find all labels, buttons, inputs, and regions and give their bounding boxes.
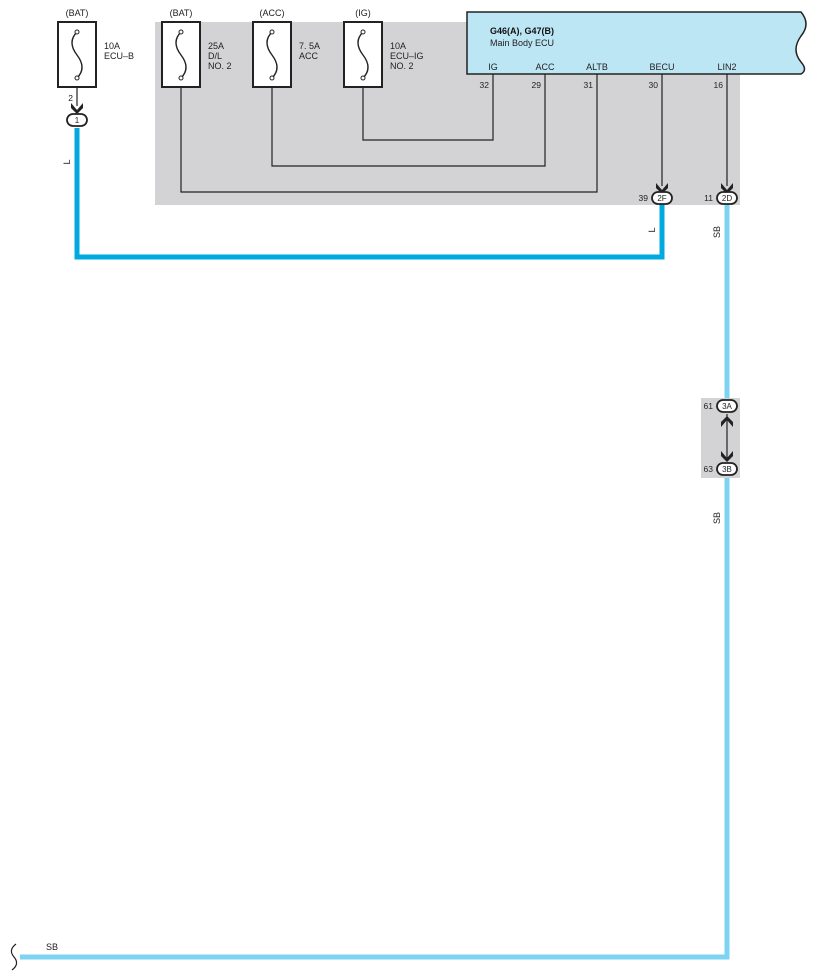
fuse-ecu-b: (BAT) 10A ECU–B [57,8,134,88]
connector-3b-pin: 63 [704,464,714,474]
connector-2f-pin: 39 [639,193,649,203]
connector-2f-code: 2F [657,194,666,203]
fuse-symbol-icon [266,31,278,79]
ecu-terminal-altb: ALTB [586,62,608,72]
wire-color-label: SB [712,226,722,238]
fuse-d-l-no-2: (BAT) 25A D/L NO. 2 [161,8,232,88]
connector-3a [716,399,738,413]
wire-color-label: L [647,227,657,232]
wire-acc [271,74,546,167]
junction-1-connector [66,113,88,127]
fuse-source-label: (IG) [355,8,371,18]
connector-3a-pin: 61 [704,401,714,411]
connector-2f [651,191,673,205]
fuse-name: ECU–IG [390,51,424,61]
wire-color-label: SB [712,512,722,524]
fuse-symbol-icon [175,31,187,79]
fuse-ecu-ig-no-2: (IG) 10A ECU–IG NO. 2 [343,8,424,88]
fuse-rating: 7. 5A [299,41,320,51]
fuse-rating: 10A [104,41,120,51]
wire-color-label: SB [46,942,58,952]
main-body-ecu-box [466,11,807,75]
fuse-name-line2: NO. 2 [390,61,414,71]
ecu-terminal-becu: BECU [649,62,674,72]
fuse-symbol-icon [71,31,83,79]
connector-3b-code: 3B [722,465,732,474]
fuse-source-label: (ACC) [260,8,285,18]
fuse-rating: 25A [208,41,224,51]
wire-l-ecu-b [74,128,665,260]
fuse-name: ACC [299,51,319,61]
fuse-name-line2: NO. 2 [208,61,232,71]
arrow-down-icon [721,451,733,462]
ecu-pin-altb: 31 [584,80,594,90]
wire-sb-lin-lower [20,478,730,960]
wire-color-label: L [62,159,72,164]
ecu-pin-acc: 29 [532,80,542,90]
connector-2d-pin: 11 [704,193,713,203]
fuse-name: ECU–B [104,51,134,61]
fuse-source-label: (BAT) [170,8,193,18]
ecu-terminal-acc: ACC [535,62,555,72]
wire-break-mark [10,943,18,971]
ecu-pin-ig: 32 [480,80,490,90]
ecu-pin-lin2: 16 [714,80,724,90]
ecu-title: G46(A), G47(B) [490,26,554,36]
fuse-output-pin: 2 [68,93,73,103]
ecu-subtitle: Main Body ECU [490,38,554,48]
ecu-pin-becu: 30 [649,80,659,90]
fuse-source-label: (BAT) [66,8,89,18]
fuse-name: D/L [208,51,222,61]
connector-3b [716,462,738,476]
wire-altb [180,74,598,193]
arrow-up-icon [721,416,733,427]
wire-ig [362,74,494,141]
arrow-down-icon [71,103,83,114]
junction-1-label: 1 [75,116,80,125]
fuse-acc: (ACC) 7. 5A ACC [252,8,320,88]
connector-2d [716,191,738,205]
fuse-symbol-icon [357,31,369,79]
connector-2d-code: 2D [722,194,732,203]
fuse-rating: 10A [390,41,406,51]
ecu-terminal-ig: IG [488,62,498,72]
ecu-terminal-lin2: LIN2 [717,62,736,72]
connector-3a-code: 3A [722,402,732,411]
